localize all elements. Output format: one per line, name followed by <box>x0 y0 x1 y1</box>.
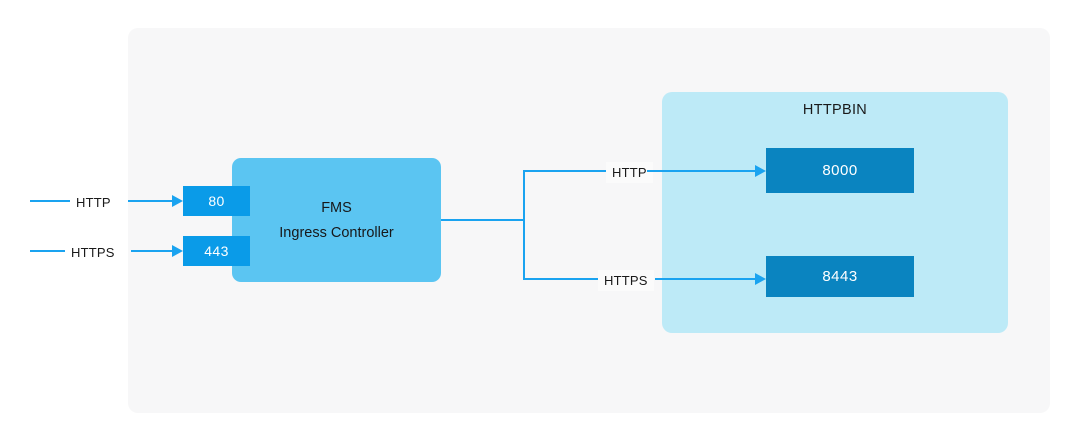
ingress-controller-box <box>232 158 441 282</box>
inbound-https-line-left <box>30 250 80 252</box>
inbound-https-line-right <box>131 250 176 252</box>
ingress-controller-label: FMS Ingress Controller <box>232 158 441 282</box>
ingress-controller-subtitle: Ingress Controller <box>279 224 394 241</box>
inbound-http-line-right <box>128 200 176 202</box>
ingress-controller-title: FMS <box>321 199 352 216</box>
inbound-http-line-left <box>30 200 80 202</box>
ingress-outbound-line <box>441 219 525 221</box>
branch-vertical-line <box>523 170 525 280</box>
service-port-8000: 8000 <box>766 148 914 193</box>
arrow-right-icon <box>755 165 766 177</box>
ingress-port-443: 443 <box>183 236 250 266</box>
inbound-https-label: HTTPS <box>65 242 121 263</box>
branch-https-line <box>523 278 609 280</box>
outbound-http-line <box>647 170 757 172</box>
arrow-right-icon <box>172 195 183 207</box>
ingress-port-80: 80 <box>183 186 250 216</box>
outbound-https-line <box>655 278 757 280</box>
service-port-8443: 8443 <box>766 256 914 297</box>
arrow-right-icon <box>755 273 766 285</box>
branch-https-label: HTTPS <box>598 270 654 291</box>
branch-http-label: HTTP <box>606 162 653 183</box>
arrow-right-icon <box>172 245 183 257</box>
inbound-http-label: HTTP <box>70 192 117 213</box>
branch-http-line <box>523 170 609 172</box>
httpbin-panel-title: HTTPBIN <box>802 102 868 118</box>
